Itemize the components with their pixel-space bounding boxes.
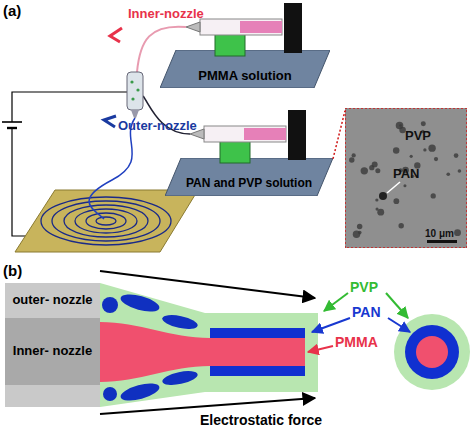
cross-section-pan (405, 325, 459, 379)
pmma-flow (100, 322, 305, 382)
pump-block (288, 110, 306, 160)
leader-line (333, 111, 345, 159)
force-arrow (100, 398, 315, 414)
node-text: Inner- nozzle (5, 343, 100, 358)
pan-particle (446, 172, 450, 176)
pan-particle (352, 153, 356, 157)
node-text: 10 μm (425, 228, 454, 239)
syringe-barrel (204, 126, 286, 142)
pointer-arrow (387, 182, 400, 193)
pointer-arrow (386, 293, 408, 318)
fiber-spiral (41, 197, 171, 245)
layer-name: PMMA (335, 334, 378, 350)
cross-section-pvp (394, 314, 470, 390)
pointer-arrow (312, 318, 350, 332)
pan-particle (458, 169, 462, 173)
pan-particle (379, 192, 387, 200)
pan-particle (434, 157, 438, 161)
pan-particle (454, 229, 461, 236)
syringe-plunger (240, 21, 282, 33)
pan-particle (372, 161, 378, 167)
part-name: Inner-nozzle (128, 6, 204, 21)
pan-particle (403, 184, 406, 187)
pan-particle (423, 148, 426, 151)
coaxial-nozzle (127, 72, 143, 110)
syringe-plunger (244, 128, 286, 140)
pointer-arrow (324, 293, 348, 311)
scale-bar (427, 240, 457, 243)
pan-particle (349, 157, 354, 162)
layer-name: PVP (350, 279, 378, 295)
panel-label: (b) (3, 262, 22, 279)
pan-particle (358, 231, 362, 235)
pan-particle (361, 167, 368, 174)
cross-section-pmma (416, 336, 448, 368)
pan-particle (428, 144, 435, 151)
pointer-arrow (104, 116, 116, 127)
plate-shape (160, 50, 330, 88)
force-label: Electrostatic force (200, 412, 322, 428)
nozzle-tip (131, 110, 139, 118)
node-text: PAN (393, 166, 419, 181)
node-text: outer- nozzle (5, 292, 100, 307)
nozzle-band: outer- nozzle (5, 283, 100, 318)
wire (12, 128, 26, 236)
part-name: Outer-nozzle (118, 118, 197, 133)
pan-particle (398, 223, 403, 228)
pvp-flow (100, 283, 318, 407)
syringe-barrel (200, 19, 282, 35)
pan-particle (431, 193, 436, 198)
pump-base: PMMA solution (160, 50, 330, 88)
pan-particle (375, 198, 378, 201)
pump-base: PAN and PVP solution (165, 158, 333, 196)
pan-particle (399, 127, 406, 134)
micrograph: PVP PAN 10 μm (345, 108, 467, 248)
pan-particle (393, 198, 399, 204)
node-text: PVP (405, 128, 431, 143)
nozzle-band: Inner- nozzle (5, 318, 100, 385)
pan-particle (421, 121, 426, 126)
pan-droplet (102, 291, 199, 404)
nozzle-detail (130, 80, 133, 83)
pump-block (284, 3, 302, 53)
battery-symbol (2, 121, 22, 123)
nozzle-detail (131, 97, 134, 100)
layer-name: PAN (352, 304, 381, 320)
pan-particle (357, 224, 362, 229)
micrograph-frame (345, 108, 467, 248)
pan-particle (377, 209, 384, 216)
pan-layer (210, 328, 305, 338)
syringe-clamp (215, 32, 245, 56)
panel-label: (a) (3, 2, 21, 19)
pan-particle (375, 168, 380, 173)
plate-shape (165, 158, 333, 196)
nozzle-detail (136, 88, 139, 91)
pan-layer (210, 366, 305, 376)
fiber-jet (89, 118, 135, 219)
outer-nozzle-wall (5, 385, 100, 407)
syringe-clamp (220, 139, 250, 163)
pan-particle (454, 153, 459, 158)
pointer-arrow (388, 318, 410, 332)
pointer-arrow (308, 346, 333, 352)
force-arrow (100, 271, 315, 298)
pan-particle (393, 147, 399, 153)
pan-particle (410, 155, 413, 158)
syringe-tip (186, 22, 200, 32)
node-text: PAN and PVP solution (165, 176, 333, 190)
node-text: PMMA solution (160, 68, 330, 83)
pointer-arrow (110, 28, 122, 42)
collector-plate (15, 190, 198, 252)
